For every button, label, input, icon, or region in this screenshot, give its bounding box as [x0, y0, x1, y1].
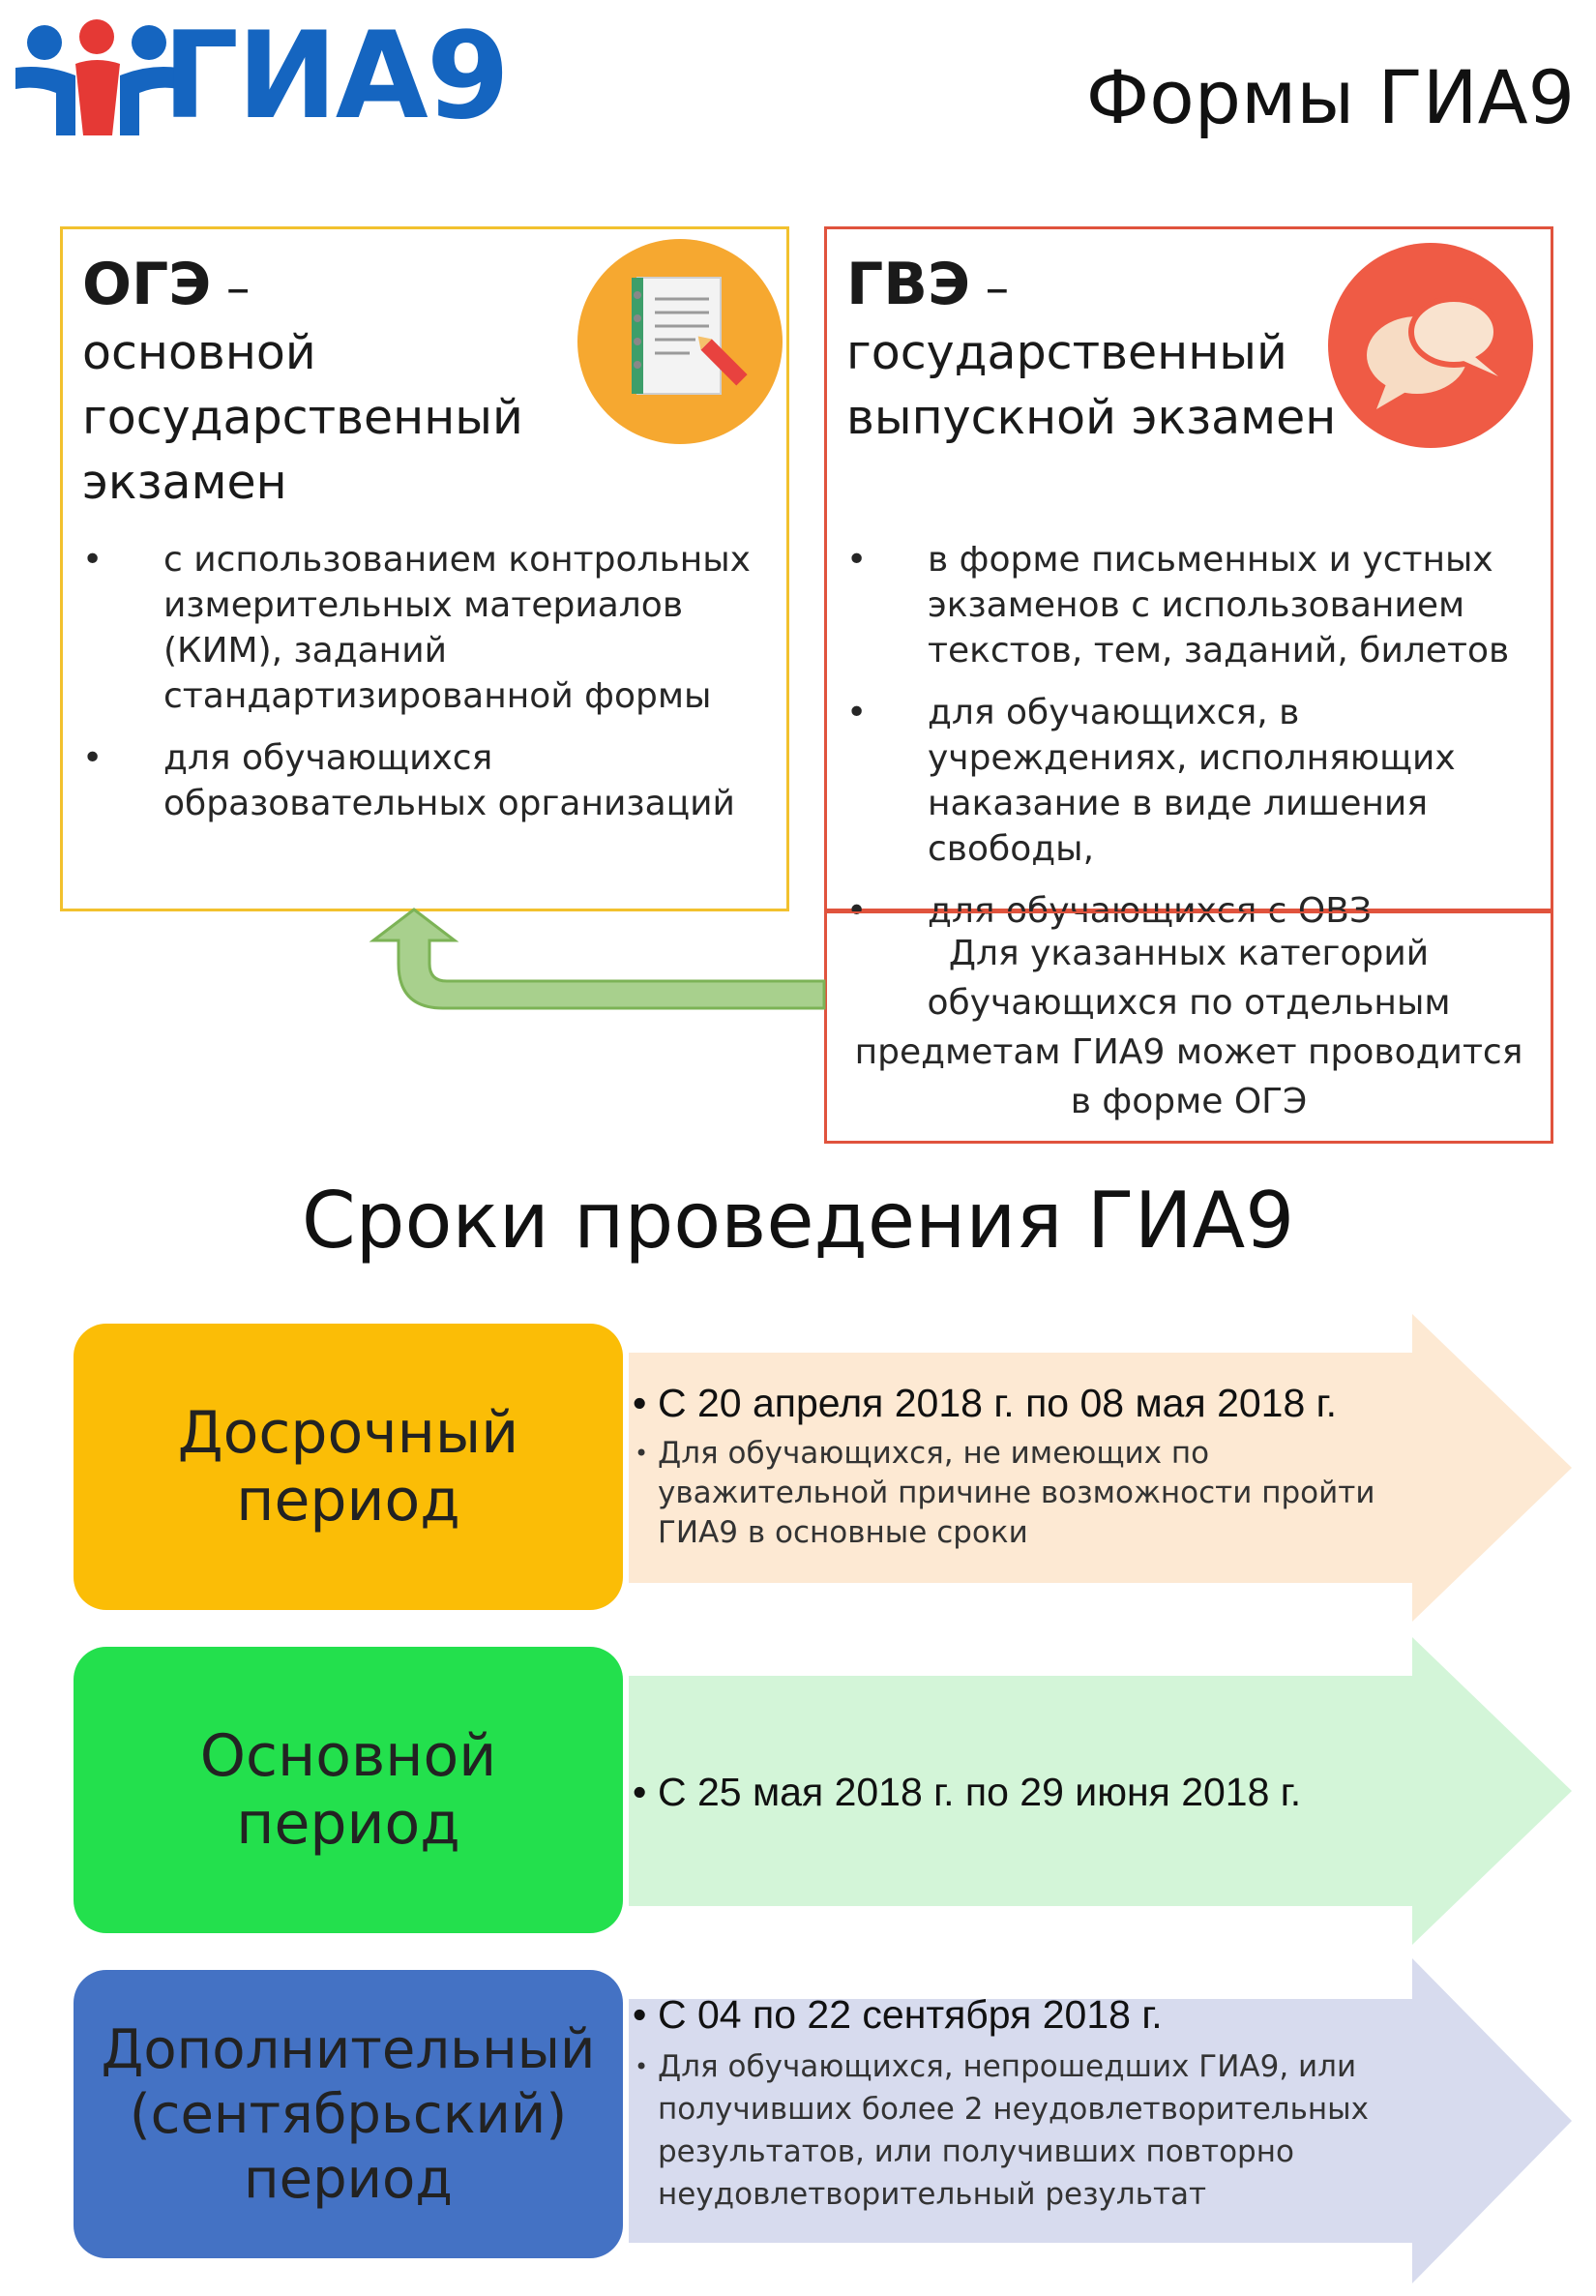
- extra-period-label: Дополнительный (сентябрьский) период: [74, 1970, 623, 2258]
- bullet-icon: •: [635, 1440, 649, 1467]
- early-period-details: •С 20 апреля 2018 г. по 08 мая 2018 г. •…: [633, 1378, 1426, 1553]
- bullet-icon: •: [633, 1992, 647, 2037]
- oge-abbr: ОГЭ: [82, 251, 212, 318]
- early-period-arrow: [629, 1314, 1572, 1622]
- gve-dash: –: [970, 260, 1010, 315]
- list-item: •в форме письменных и устных экзаменов с…: [846, 537, 1543, 673]
- gve-abbr: ГВЭ: [846, 251, 970, 318]
- oge-title: ОГЭ – основной государственный экзамен: [82, 253, 585, 515]
- bullet-icon: •: [633, 1770, 647, 1814]
- oge-bullet-list: •с использованием контрольных измеритель…: [82, 537, 779, 843]
- speech-bubbles-icon: [1328, 243, 1533, 448]
- extra-period-dates: •С 04 по 22 сентября 2018 г.: [633, 1989, 1426, 2040]
- oge-card: ОГЭ – основной государственный экзамен •с…: [60, 226, 789, 911]
- bullet-icon: •: [846, 891, 868, 931]
- extra-period-arrow: [629, 1958, 1572, 2283]
- list-item: •для обучающихся с ОВЗ: [846, 888, 1543, 934]
- bullet-icon: •: [82, 738, 103, 778]
- gve-note-card: Для указанных категорий обучающихся по о…: [824, 911, 1553, 1144]
- people-emblem-icon: [15, 19, 178, 135]
- gve-bullet-list: •в форме письменных и устных экзаменов с…: [846, 537, 1543, 950]
- logo-text: ГИА9: [163, 7, 510, 146]
- extra-period-details: •С 04 по 22 сентября 2018 г. •Для обучаю…: [633, 1989, 1426, 2216]
- list-item: •для обучающихся, в учреждениях, исполня…: [846, 690, 1543, 872]
- gia9-logo: [15, 19, 178, 135]
- return-arrow-icon: [369, 908, 826, 1010]
- bullet-icon: •: [846, 693, 868, 732]
- list-item: •с использованием контрольных измеритель…: [82, 537, 779, 719]
- main-period-label: Основной период: [74, 1647, 623, 1933]
- oge-dash: –: [211, 260, 251, 315]
- early-period-dates: •С 20 апреля 2018 г. по 08 мая 2018 г.: [633, 1378, 1426, 1428]
- page-title: Формы ГИА9: [1085, 54, 1575, 140]
- bullet-icon: •: [82, 540, 103, 580]
- section-title: Сроки проведения ГИА9: [301, 1176, 1295, 1266]
- gve-title: ГВЭ – государственный выпускной экзамен: [846, 253, 1349, 450]
- bullet-icon: •: [635, 2053, 649, 2080]
- gve-note-text: Для указанных категорий обучающихся по о…: [854, 934, 1523, 1121]
- early-period-note: •Для обучающихся, не имеющих по уважител…: [635, 1436, 1375, 1550]
- notebook-icon: [577, 239, 783, 444]
- main-period-dates: •С 25 мая 2018 г. по 29 июня 2018 г.: [633, 1767, 1426, 1817]
- bullet-icon: •: [846, 540, 868, 580]
- list-item: •для обучающихся образовательных организ…: [82, 735, 779, 826]
- gve-name: государственный выпускной экзамен: [846, 325, 1337, 445]
- gve-card: ГВЭ – государственный выпускной экзамен •…: [824, 226, 1553, 931]
- bullet-icon: •: [633, 1381, 647, 1425]
- early-period-label: Досрочный период: [74, 1324, 623, 1610]
- extra-period-note: •Для обучающихся, непрошедших ГИА9, или …: [633, 2045, 1426, 2216]
- oge-name: основной государственный экзамен: [82, 325, 523, 510]
- main-period-arrow: [629, 1637, 1572, 1945]
- main-period-details: •С 25 мая 2018 г. по 29 июня 2018 г.: [633, 1767, 1426, 1817]
